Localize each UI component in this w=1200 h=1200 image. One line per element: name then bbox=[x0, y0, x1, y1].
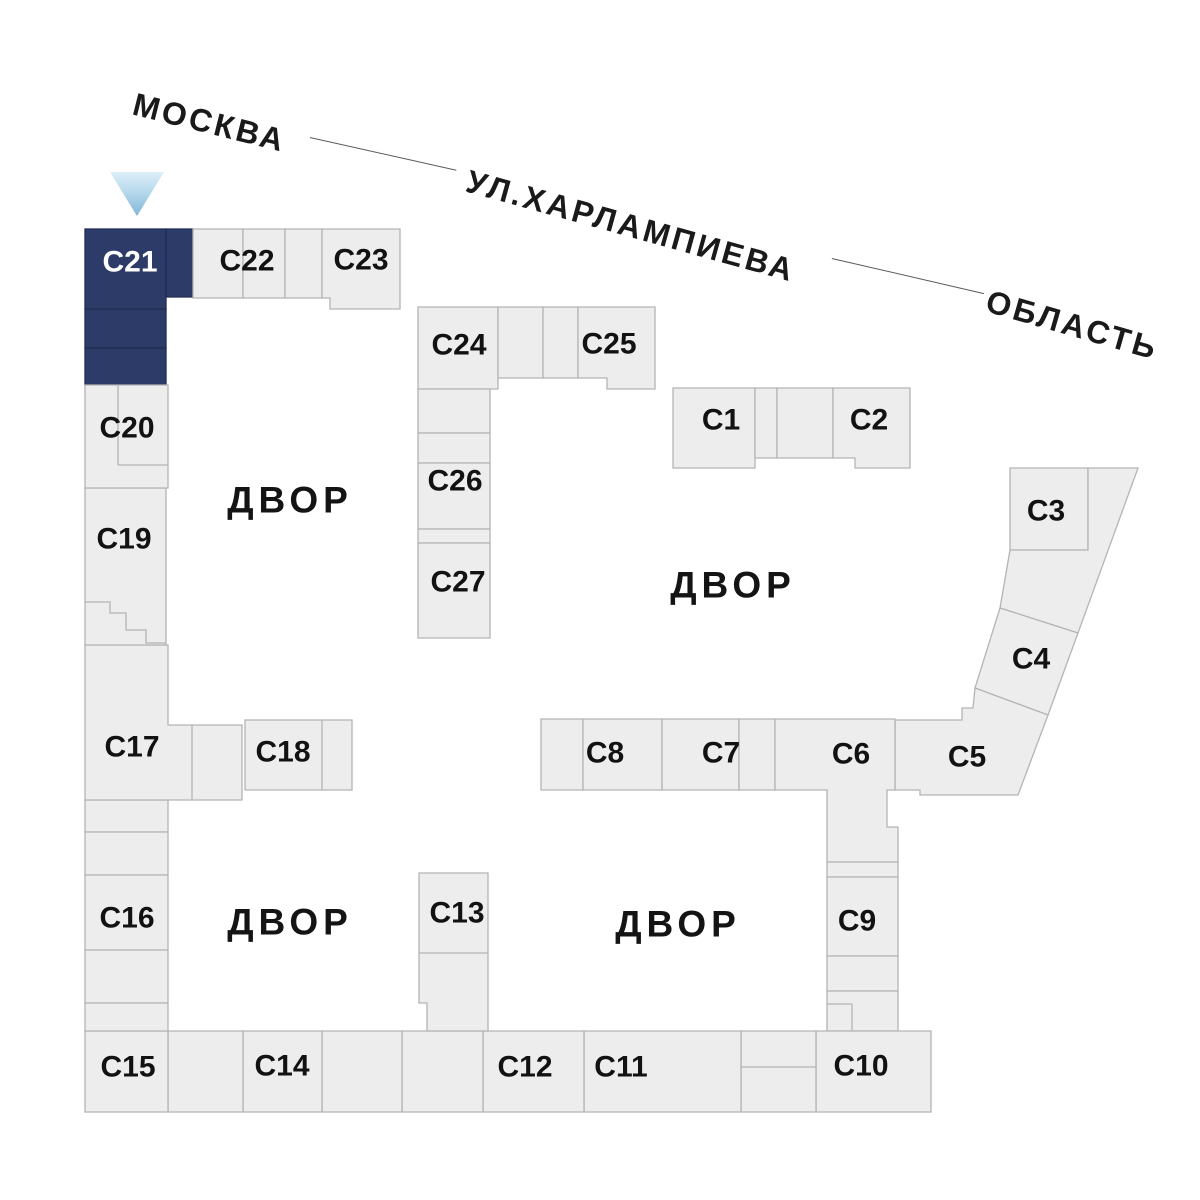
building-c16-label: С16 bbox=[99, 902, 154, 935]
building-c8-row-a[interactable] bbox=[540, 718, 584, 791]
building-c24-c25-a[interactable] bbox=[497, 306, 544, 379]
building-lcol-d[interactable] bbox=[84, 1002, 169, 1032]
building-c27-label: С27 bbox=[430, 566, 485, 599]
building-c1-c2-b[interactable] bbox=[776, 387, 834, 459]
building-c23[interactable] bbox=[321, 228, 401, 310]
building-c25[interactable] bbox=[577, 306, 656, 390]
building-c21-annex[interactable] bbox=[165, 228, 194, 298]
building-c17[interactable] bbox=[84, 644, 243, 801]
building-c2-label: С2 bbox=[850, 404, 888, 437]
building-c12-label: С12 bbox=[497, 1051, 552, 1084]
courtyard-label-4: ДВОР bbox=[615, 904, 741, 945]
building-c14-label: С14 bbox=[254, 1050, 309, 1083]
building-c18-label: С18 bbox=[255, 736, 310, 769]
courtyard-label-2: ДВОР bbox=[670, 565, 796, 606]
building-c9-seg-b[interactable] bbox=[826, 990, 899, 1032]
building-c1[interactable] bbox=[672, 387, 756, 469]
building-c18[interactable] bbox=[244, 719, 353, 791]
building-c22-seg-c[interactable] bbox=[284, 228, 323, 299]
building-c3-label: С3 bbox=[1027, 495, 1065, 528]
building-c26-col-c[interactable] bbox=[417, 528, 491, 544]
building-lcol-c[interactable] bbox=[84, 949, 169, 1004]
building-c4-label: С4 bbox=[1012, 643, 1051, 676]
building-c20[interactable] bbox=[84, 384, 169, 489]
courtyard-label-3: ДВОР bbox=[227, 902, 353, 943]
building-row-c15-r[interactable] bbox=[167, 1030, 244, 1113]
building-c13[interactable] bbox=[418, 872, 489, 1032]
building-c5-label: С5 bbox=[948, 741, 986, 774]
building-row-c12-l[interactable] bbox=[401, 1030, 484, 1113]
building-c23-label: С23 bbox=[333, 244, 388, 277]
building-c1-label: С1 bbox=[702, 404, 740, 437]
building-c20-label: С20 bbox=[99, 412, 154, 445]
building-c21-low[interactable] bbox=[84, 347, 167, 386]
building-c9-seg-a[interactable] bbox=[826, 955, 899, 992]
building-c7-c6-seg[interactable] bbox=[738, 718, 776, 791]
building-c13-label: С13 bbox=[429, 897, 484, 930]
building-c6[interactable] bbox=[774, 718, 899, 863]
building-c7-label: С7 bbox=[702, 737, 740, 770]
building-c26-label: С26 bbox=[427, 465, 482, 498]
building-c21-main-label: С21 bbox=[102, 246, 157, 279]
building-row-c14-r[interactable] bbox=[321, 1030, 403, 1113]
building-c10-label: С10 bbox=[833, 1050, 888, 1083]
building-c2[interactable] bbox=[832, 387, 911, 469]
building-c6-label: С6 bbox=[832, 738, 870, 771]
building-c21-mid[interactable] bbox=[84, 308, 167, 349]
building-c9-label: С9 bbox=[838, 905, 876, 938]
building-c19-label: С19 bbox=[96, 523, 151, 556]
building-c24-col-a[interactable] bbox=[417, 388, 491, 434]
building-row-c10-l[interactable] bbox=[740, 1030, 817, 1113]
building-c27[interactable] bbox=[417, 542, 491, 639]
building-c24[interactable] bbox=[417, 306, 499, 390]
building-c1-c2-a[interactable] bbox=[754, 387, 778, 459]
building-c24-c25-b[interactable] bbox=[542, 306, 579, 379]
building-c24-col-b[interactable] bbox=[417, 432, 491, 464]
building-c24-label: С24 bbox=[431, 329, 486, 362]
courtyard-label-1: ДВОР bbox=[227, 480, 353, 521]
building-lcol-b[interactable] bbox=[84, 831, 169, 876]
building-c22-seg-a-label: С22 bbox=[219, 245, 274, 278]
building-c5[interactable] bbox=[894, 687, 1049, 796]
building-c17-label: С17 bbox=[104, 731, 159, 764]
building-c6-c9-seg[interactable] bbox=[826, 861, 899, 878]
building-c11-label: С11 bbox=[594, 1051, 647, 1084]
c19-stairs bbox=[85, 601, 166, 644]
building-c15-label: С15 bbox=[100, 1051, 155, 1084]
building-lcol-a[interactable] bbox=[84, 799, 169, 833]
building-c8-label: С8 bbox=[586, 737, 624, 770]
building-c25-label: С25 bbox=[581, 328, 636, 361]
